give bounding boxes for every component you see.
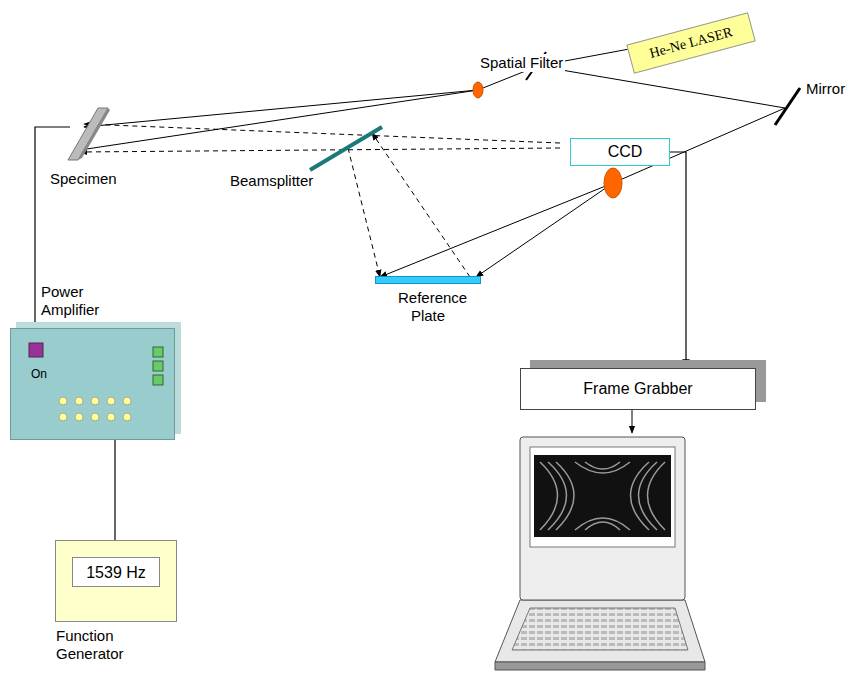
ccd-camera: CCD (570, 138, 670, 166)
function-generator: 1539 HzFunction Generator (55, 540, 177, 622)
part-label: Spatial Filter (478, 54, 565, 72)
node-text: 1539 Hz (72, 557, 160, 587)
laser-box: He-Ne LASER (626, 12, 755, 74)
node-text: Frame Grabber (521, 380, 755, 398)
signal-wire (670, 152, 686, 368)
laptop (495, 437, 705, 670)
part-label: Beamsplitter (228, 172, 315, 190)
mirror (775, 88, 800, 125)
node-text: CCD (571, 143, 669, 161)
node-text: Power Amplifier (41, 283, 121, 319)
spatial-filter (473, 82, 483, 98)
specimen-shape (66, 104, 110, 162)
node-text: On (31, 365, 47, 383)
part-label: Mirror (804, 80, 846, 98)
frame-grabber-box: Frame Grabber (520, 368, 756, 410)
node-text: Specimen (50, 170, 117, 188)
power-amplifier: Power AmplifierOn (10, 328, 175, 440)
node-text: He-Ne LASER (629, 18, 753, 67)
signal-wire (114, 440, 115, 540)
specimen-plate: Specimen (66, 104, 110, 162)
node-text: Function Generator (56, 627, 136, 663)
node-text: Reference Plate (376, 289, 480, 325)
lens (604, 168, 622, 198)
reference-plate: Reference Plate (375, 276, 481, 284)
beamsplitter (310, 127, 382, 170)
amplifier-controls (11, 329, 176, 441)
